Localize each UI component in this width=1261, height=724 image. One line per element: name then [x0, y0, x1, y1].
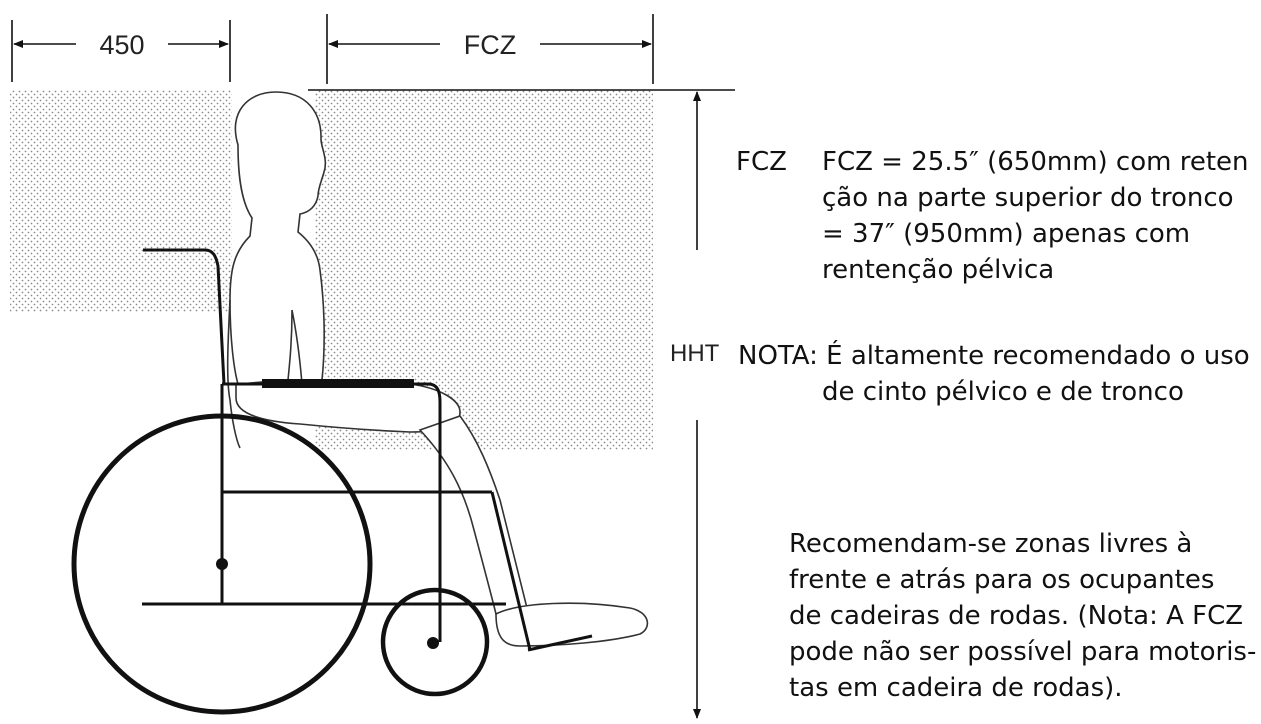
rear-axle: [216, 558, 228, 570]
recommendation-line: de cadeiras de rodas. (Nota: A FCZ: [789, 601, 1244, 631]
recommendation-line: frente e atrás para os ocupantes: [789, 565, 1215, 595]
rear-clear-zone: [10, 90, 232, 312]
rear-zone-dimension: [11, 20, 231, 82]
fcz-note: FCZ = 25.5″ (650mm) com reten ção na par…: [822, 144, 1249, 288]
nota-line: NOTA: É altamente recomendado o uso: [738, 341, 1250, 371]
caster-wheel: [380, 587, 490, 697]
occupant-silhouette: [226, 91, 649, 647]
caster-axle: [427, 637, 439, 649]
seat-cushion: [262, 379, 414, 388]
rear-zone-label: 450: [99, 30, 144, 60]
front-zone-label: FCZ: [464, 30, 516, 60]
recommendation-line: pode não ser possível para motoris-: [789, 637, 1257, 667]
front-zone-dimension: [326, 14, 654, 84]
height-label: HHT: [670, 340, 720, 367]
wheelchair: [71, 248, 593, 715]
fcz-note-line: = 37″ (950mm) apenas com: [822, 219, 1191, 249]
height-dimension: [308, 89, 735, 719]
recommendation-note: Recomendam-se zonas livres à frente e at…: [789, 526, 1256, 706]
recommendation-line: Recomendam-se zonas livres à: [789, 529, 1193, 559]
nota: NOTA: É altamente recomendado o uso de c…: [738, 338, 1250, 410]
push-handle: [143, 248, 226, 385]
fcz-note-line: FCZ = 25.5″ (650mm) com reten: [822, 147, 1249, 177]
fcz-note-term: FCZ: [736, 147, 787, 177]
nota-line: de cinto pélvico e de tronco: [822, 377, 1184, 407]
fcz-note-line: ção na parte superior do tronco: [822, 183, 1234, 213]
fcz-note-line: rentenção pélvica: [822, 255, 1055, 285]
recommendation-line: tas em cadeira de rodas).: [789, 673, 1123, 703]
armrest: [222, 382, 442, 642]
